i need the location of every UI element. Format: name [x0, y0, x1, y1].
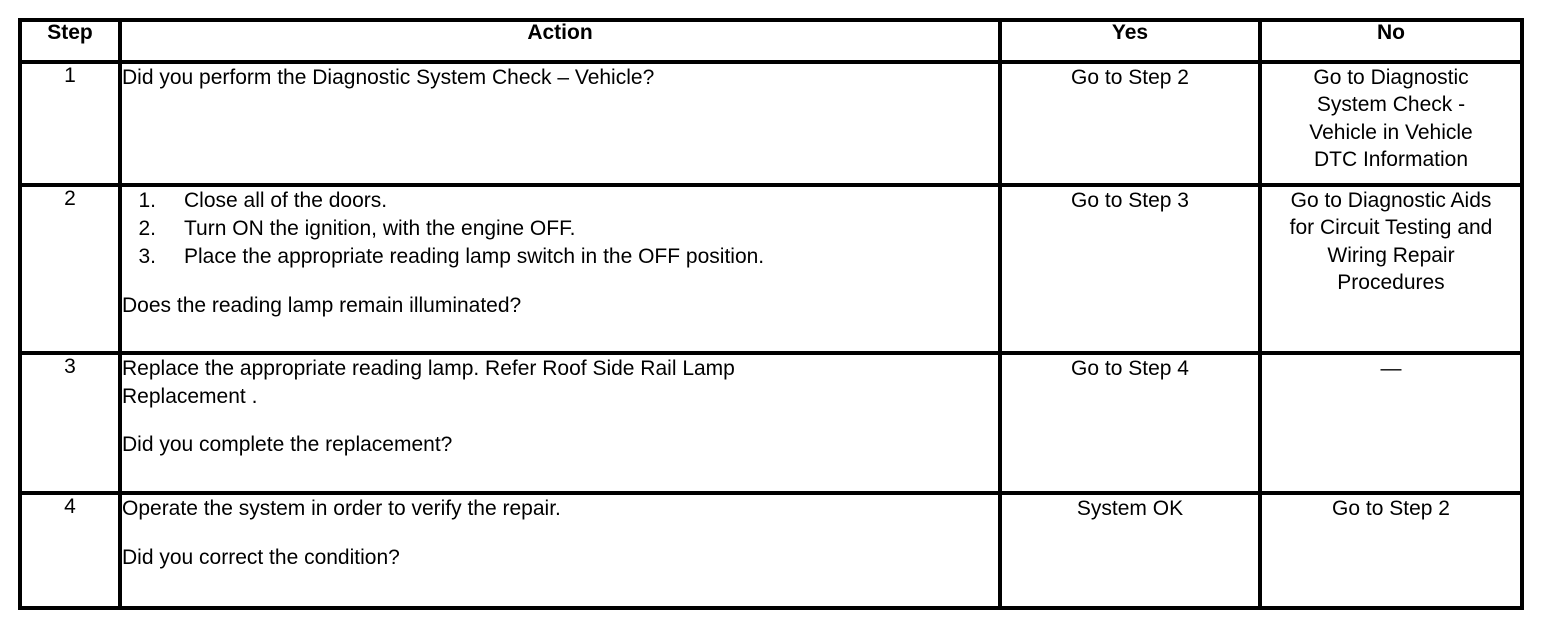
list-item-text: Place the appropriate reading lamp switc…	[184, 245, 765, 269]
action-content: Operate the system in order to verify th…	[122, 495, 998, 571]
action-cell: Operate the system in order to verify th…	[118, 491, 1002, 610]
table-body: 1 Did you perform the Diagnostic System …	[18, 60, 1524, 610]
column-header-yes: Yes	[998, 18, 1262, 64]
action-text-line: Replace the appropriate reading lamp. Re…	[122, 357, 735, 380]
action-cell: Did you perform the Diagnostic System Ch…	[118, 60, 1002, 187]
step-number-cell: 1	[18, 60, 122, 187]
step-number-cell: 3	[18, 351, 122, 495]
action-spacer	[122, 410, 998, 431]
list-item-number: 2.	[138, 217, 156, 241]
yes-text: Go to Step 2	[1071, 66, 1189, 89]
no-text-line: Go to Step 2	[1332, 497, 1450, 520]
no-text-line: Go to Diagnostic	[1313, 66, 1469, 89]
no-text-line: DTC Information	[1313, 147, 1469, 171]
table-row: 4 Operate the system in order to verify …	[18, 491, 1524, 610]
action-content: Did you perform the Diagnostic System Ch…	[122, 64, 998, 92]
no-text-line: System Check -	[1316, 93, 1466, 117]
no-text-block: Go to Diagnostic Aids for Circuit Testin…	[1262, 187, 1520, 296]
yes-cell: Go to Step 4	[998, 351, 1262, 495]
action-cell: Replace the appropriate reading lamp. Re…	[118, 351, 1002, 495]
yes-cell: Go to Step 2	[998, 60, 1262, 187]
yes-text: System OK	[1076, 497, 1184, 520]
yes-cell: Go to Step 3	[998, 183, 1262, 355]
list-item-number: 1.	[138, 189, 156, 212]
list-item: 3. Place the appropriate reading lamp sw…	[138, 243, 998, 271]
list-item-number: 3.	[138, 245, 156, 269]
no-text-line: Procedures	[1337, 270, 1445, 294]
action-content: 1. Close all of the doors. 2. Turn ON th…	[122, 187, 998, 320]
list-item-text: Close all of the doors.	[184, 189, 388, 212]
no-text-line: Wiring Repair	[1327, 243, 1455, 267]
list-item-text: Turn ON the ignition, with the engine OF…	[184, 217, 576, 241]
table-header: Step Action Yes No	[18, 18, 1524, 64]
table-row: 1 Did you perform the Diagnostic System …	[18, 60, 1524, 187]
list-item: 1. Close all of the doors.	[138, 187, 998, 215]
yes-text: Go to Step 3	[1071, 189, 1189, 212]
no-text-block: Go to Diagnostic System Check - Vehicle …	[1262, 64, 1520, 173]
table-row: 2 1. Close all of the doors. 2. Turn ON …	[18, 183, 1524, 355]
step-number-cell: 2	[18, 183, 122, 355]
action-content: Replace the appropriate reading lamp. Re…	[122, 355, 998, 459]
list-item: 2. Turn ON the ignition, with the engine…	[138, 215, 998, 243]
no-cell: Go to Diagnostic System Check - Vehicle …	[1258, 60, 1524, 187]
header-row: Step Action Yes No	[18, 18, 1524, 64]
table-row: 3 Replace the appropriate reading lamp. …	[18, 351, 1524, 495]
no-text-line: —	[1380, 357, 1402, 380]
step-number-cell: 4	[18, 491, 122, 610]
action-question: Does the reading lamp remain illuminated…	[122, 294, 522, 318]
action-text-line: Operate the system in order to verify th…	[122, 497, 561, 520]
no-text-line: Go to Diagnostic Aids	[1290, 189, 1492, 212]
action-question: Did you complete the replacement?	[122, 433, 453, 457]
diagnostic-procedure-table: Step Action Yes No 1 Did you perform the…	[18, 18, 1524, 610]
no-cell: —	[1258, 351, 1524, 495]
no-cell: Go to Step 2	[1258, 491, 1524, 610]
no-cell: Go to Diagnostic Aids for Circuit Testin…	[1258, 183, 1524, 355]
no-text-line: Vehicle in Vehicle	[1309, 120, 1473, 144]
yes-cell: System OK	[998, 491, 1262, 610]
no-text-line: for Circuit Testing and	[1289, 216, 1493, 240]
column-header-no: No	[1258, 18, 1524, 64]
yes-text: Go to Step 4	[1071, 357, 1189, 380]
action-text-line: Replacement .	[122, 384, 258, 408]
action-spacer	[122, 271, 998, 292]
action-cell: 1. Close all of the doors. 2. Turn ON th…	[118, 183, 1002, 355]
column-header-step: Step	[18, 18, 122, 64]
action-spacer	[122, 523, 998, 544]
action-numbered-list: 1. Close all of the doors. 2. Turn ON th…	[122, 187, 998, 271]
action-question: Did you correct the condition?	[122, 545, 400, 569]
column-header-action: Action	[118, 18, 1002, 64]
action-text-line: Did you perform the Diagnostic System Ch…	[122, 66, 655, 89]
